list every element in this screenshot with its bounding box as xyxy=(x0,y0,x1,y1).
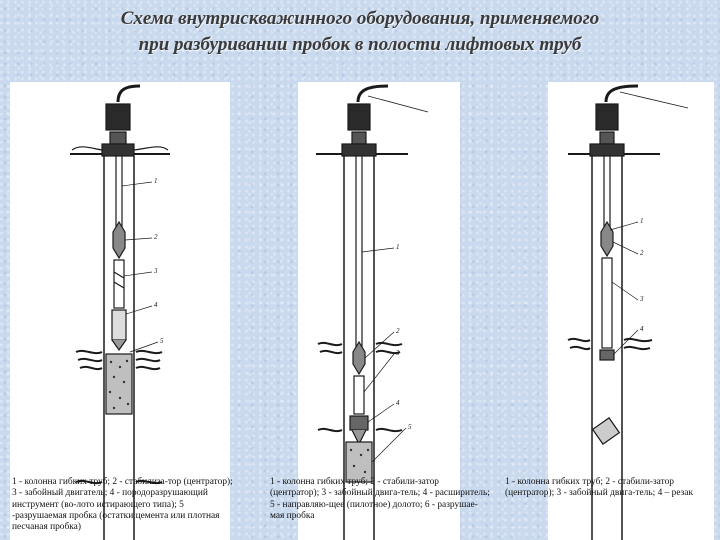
well-diagram-3: 1 2 3 4 xyxy=(567,84,689,540)
bit xyxy=(111,309,127,341)
caption-1: 1 - колонна гибких труб; 2 - стабилиза-т… xyxy=(12,466,236,533)
diagram-panel-1: 1 2 3 4 5 xyxy=(10,82,230,540)
reamer xyxy=(349,415,369,431)
caption-2-text: 1 - колонна гибких труб; 2 - стабили-зат… xyxy=(270,477,490,521)
motor xyxy=(601,257,613,349)
injector-head xyxy=(105,103,131,131)
well-diagram-2: 1 2 3 4 5 xyxy=(316,84,429,540)
cut-tubing xyxy=(591,417,621,445)
wellhead xyxy=(101,143,135,157)
well-diagram-1: 1 2 3 4 5 xyxy=(70,84,170,540)
label-5: 5 xyxy=(408,423,412,431)
label-2: 2 xyxy=(396,327,400,335)
cutter xyxy=(599,349,615,361)
caption-1-text: 1 - колонна гибких труб; 2 - стабилиза-т… xyxy=(12,477,233,533)
diagram-panel-3: 1 2 3 4 xyxy=(548,82,714,540)
slide-title: Схема внутрискважинного оборудования, пр… xyxy=(0,6,720,58)
label-1: 1 xyxy=(154,177,158,185)
label-5: 5 xyxy=(160,337,164,345)
plug xyxy=(345,441,373,483)
label-1: 1 xyxy=(396,243,400,251)
cable xyxy=(116,84,141,103)
motor xyxy=(113,259,125,309)
stabilizer xyxy=(600,220,614,258)
diagram-panel-2: 1 2 3 4 5 xyxy=(298,82,460,540)
label-4: 4 xyxy=(396,399,400,407)
injector-head xyxy=(595,103,619,131)
label-3: 3 xyxy=(395,349,400,357)
injector-head xyxy=(347,103,371,131)
label-2: 2 xyxy=(154,233,158,241)
title-line-1: Схема внутрискважинного оборудования, пр… xyxy=(120,8,600,29)
caption-3-text: 1 - колонна гибких труб; 2 - стабили-зат… xyxy=(505,477,694,499)
caption-2: 1 - колонна гибких труб; 2 - стабили-зат… xyxy=(270,466,490,522)
label-3: 3 xyxy=(153,267,158,275)
caption-3: 1 - колонна гибких труб; 2 - стабили-зат… xyxy=(505,466,717,500)
wellhead xyxy=(589,143,625,157)
stabilizer xyxy=(352,340,366,376)
label-1: 1 xyxy=(640,217,644,225)
motor xyxy=(353,375,365,415)
label-2: 2 xyxy=(640,249,644,257)
title-line-2: при разбуривании пробок в полости лифтов… xyxy=(138,34,582,55)
label-4: 4 xyxy=(154,301,158,309)
label-4: 4 xyxy=(640,325,644,333)
stabilizer xyxy=(112,220,126,260)
wellhead xyxy=(341,143,377,157)
label-3: 3 xyxy=(639,295,644,303)
